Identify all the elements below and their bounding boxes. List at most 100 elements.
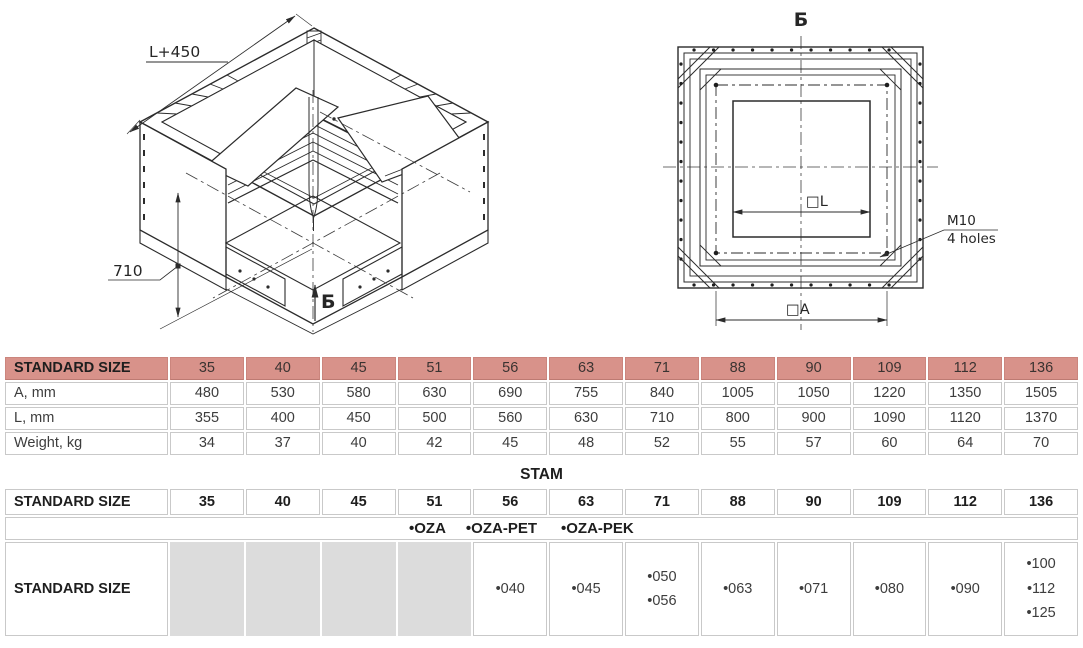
plan-view: Б [663,9,998,330]
size-col: 45 [321,357,396,380]
plan-dim-inner-label: □L [806,194,828,210]
cell-weight: 60 [852,432,927,455]
model-table-header-label: STANDARD SIZE [5,489,168,515]
plan-dim-inner: □L [732,194,871,215]
cell-l: 900 [776,407,851,430]
row-label-a: A, mm [5,382,168,405]
dim-height-label: 710 [113,262,143,280]
iso-walls [139,120,489,279]
model-size-col: 109 [852,489,927,515]
compat-cell-empty [321,542,396,636]
compat-cell: •100 •112 •125 [1004,542,1078,636]
cell-l: 355 [170,407,244,430]
cell-weight: 42 [397,432,472,455]
cell-l: 1090 [852,407,927,430]
plan-centerlines [663,36,938,330]
cell-l: 450 [321,407,396,430]
compat-value: •090 [950,580,980,597]
cell-a: 530 [245,382,320,405]
plan-view-label: Б [794,9,808,31]
plan-dim-outer-label: □A [786,302,810,318]
fan-model: •OZA-PET [465,520,538,537]
compat-value: •071 [798,580,829,597]
cell-a: 580 [321,382,396,405]
compat-cell-empty [397,542,472,636]
iso-dim-height: 710 [108,192,313,330]
cell-a: 1505 [1004,382,1078,405]
model-size-col: 40 [245,489,320,515]
iso-base-panels [225,246,403,307]
compat-value: •100 [1026,556,1056,573]
compat-value: •063 [723,580,753,597]
cell-l: 400 [245,407,320,430]
model-size-col: 90 [776,489,851,515]
cell-weight: 34 [170,432,244,455]
cell-l: 560 [473,407,548,430]
iso-base-bolts [238,269,390,289]
compat-value: •050 [647,568,677,585]
size-col: 35 [170,357,244,380]
cell-weight: 52 [625,432,699,455]
plan-corner-braces [677,46,924,289]
cell-a: 690 [473,382,548,405]
cell-a: 480 [170,382,244,405]
size-col: 90 [776,357,851,380]
cell-l: 500 [397,407,472,430]
compat-cell: •080 [852,542,927,636]
iso-dim-length: L+450 [126,13,313,135]
size-col: 109 [852,357,927,380]
fan-model: •OZA [409,520,446,537]
compat-value: •112 [1026,580,1056,597]
compat-value: •125 [1026,605,1056,622]
model-size-col: 136 [1004,489,1078,515]
cell-l: 1120 [928,407,1003,430]
cell-l: 630 [549,407,623,430]
size-col: 136 [1004,357,1078,380]
plan-opening [732,100,871,238]
model-size-col: 88 [700,489,775,515]
cell-a: 1050 [776,382,851,405]
cell-a: 840 [625,382,699,405]
size-col: 63 [549,357,623,380]
dim-length-label: L+450 [149,43,200,61]
size-table: STANDARD SIZE 35 40 45 51 56 63 71 88 90… [5,357,1078,455]
compat-cell: •090 [928,542,1003,636]
size-col: 40 [245,357,320,380]
cell-weight: 45 [473,432,548,455]
isometric-view: L+450 710 Б [108,13,490,335]
compat-cell: •040 [473,542,548,636]
model-size-col: 112 [928,489,1003,515]
compat-cell-empty [170,542,244,636]
iso-section-label: Б [321,291,335,313]
size-table-header-label: STANDARD SIZE [5,357,168,380]
plan-bolt-square [713,82,890,256]
cell-a: 755 [549,382,623,405]
cell-l: 800 [700,407,775,430]
row-label-weight: Weight, kg [5,432,168,455]
compat-cell: •071 [776,542,851,636]
compat-row-label: STANDARD SIZE [5,542,168,636]
cell-a: 1220 [852,382,927,405]
size-col: 56 [473,357,548,380]
plan-inner-frame [699,68,902,267]
compat-value: •080 [874,580,905,597]
plan-outer-frame [677,46,924,289]
model-size-col: 51 [397,489,472,515]
compat-value: •045 [571,580,601,597]
model-size-col: 71 [625,489,699,515]
compat-cell: •045 [549,542,623,636]
size-col: 71 [625,357,699,380]
iso-section-arrow: Б [311,284,335,321]
technical-drawings: L+450 710 Б Б [108,9,998,335]
compat-cell: •063 [700,542,775,636]
model-size-col: 35 [170,489,244,515]
row-label-l: L, mm [5,407,168,430]
cell-a: 1005 [700,382,775,405]
compat-value: •040 [495,580,525,597]
cell-a: 630 [397,382,472,405]
cell-weight: 55 [700,432,775,455]
size-col: 112 [928,357,1003,380]
model-size-col: 45 [321,489,396,515]
cell-weight: 37 [245,432,320,455]
